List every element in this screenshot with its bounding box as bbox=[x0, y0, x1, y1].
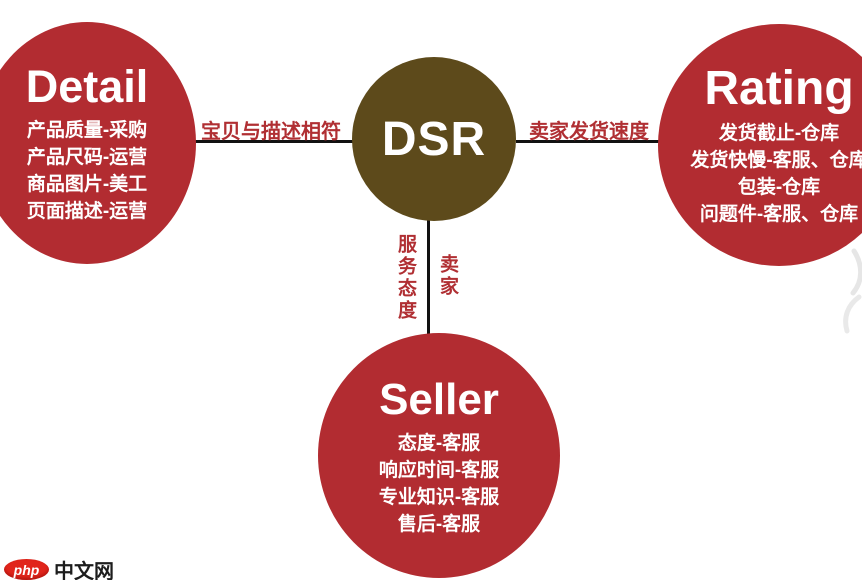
rating-node-item: 包装-仓库 bbox=[737, 177, 821, 198]
connector-line-dsr-seller bbox=[427, 220, 430, 334]
rating-node-item: 发货截止-仓库 bbox=[718, 123, 840, 144]
php-logo-text: php bbox=[13, 561, 40, 578]
detail-node-item: 产品尺码-运营 bbox=[26, 147, 148, 168]
rating-node-title: Rating bbox=[704, 62, 854, 115]
rating-node-item: 问题件-客服、仓库 bbox=[699, 204, 859, 225]
seller-node-item: 专业知识-客服 bbox=[378, 486, 500, 508]
connector-label-detail: 宝贝与描述相符 bbox=[201, 121, 341, 143]
detail-node-item: 商品图片-美工 bbox=[26, 174, 148, 195]
detail-node: Detail 产品质量-采购 产品尺码-运营 商品图片-美工 页面描述-运营 bbox=[0, 22, 196, 264]
dsr-center-node: DSR bbox=[352, 57, 516, 221]
seller-node-item: 响应时间-客服 bbox=[378, 459, 500, 481]
connector-label-rating: 卖家发货速度 bbox=[529, 121, 649, 143]
php-logo-icon: php bbox=[4, 559, 49, 580]
site-watermark: php 中文网 bbox=[4, 555, 114, 580]
rating-node-item: 发货快慢-客服、仓库 bbox=[690, 150, 862, 171]
connector-line-detail-dsr bbox=[193, 140, 353, 143]
site-name-text: 中文网 bbox=[54, 561, 114, 580]
detail-node-title: Detail bbox=[25, 61, 149, 112]
connector-line-dsr-rating bbox=[516, 140, 662, 143]
seller-node-item: 态度-客服 bbox=[397, 432, 481, 454]
detail-node-item: 产品质量-采购 bbox=[26, 120, 148, 141]
seller-node-item: 售后-客服 bbox=[397, 513, 481, 535]
detail-node-item: 页面描述-运营 bbox=[26, 201, 148, 222]
connector-label-service-attitude: 服务态度 bbox=[395, 234, 416, 322]
faint-swoosh-decoration bbox=[843, 248, 862, 334]
connector-label-seller: 卖家 bbox=[437, 254, 458, 298]
seller-node: Seller 态度-客服 响应时间-客服 专业知识-客服 售后-客服 bbox=[318, 333, 560, 578]
rating-node: Rating 发货截止-仓库 发货快慢-客服、仓库 包装-仓库 问题件-客服、仓… bbox=[658, 24, 862, 266]
dsr-center-label: DSR bbox=[381, 112, 487, 166]
seller-node-title: Seller bbox=[379, 374, 499, 424]
